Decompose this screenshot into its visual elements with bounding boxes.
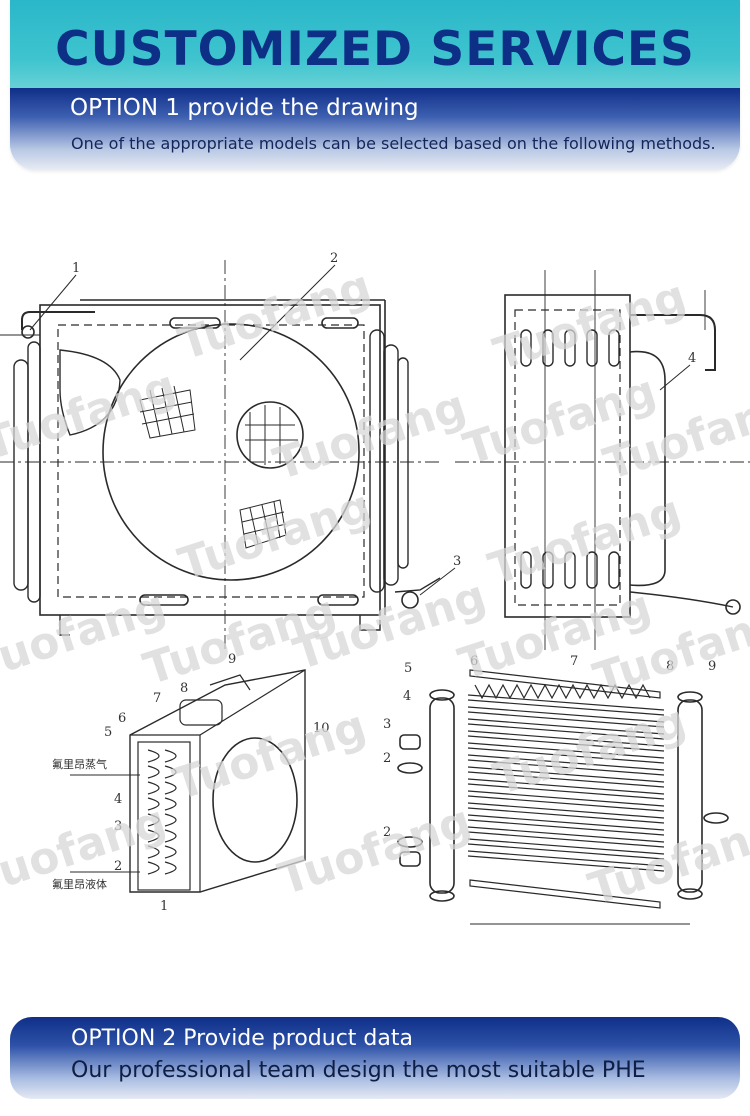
exploded-callout-9: 9 [708, 659, 716, 674]
exploded-callout-7: 7 [570, 654, 578, 669]
exploded-callout-3: 3 [383, 717, 391, 732]
option1-subtitle: One of the appropriate models can be sel… [71, 134, 716, 153]
exploded-callout-8: 8 [666, 659, 674, 674]
iso-callout-9: 9 [228, 652, 236, 667]
iso-callout-6: 6 [118, 711, 126, 726]
header-pipe-right [677, 699, 703, 893]
watermark: Tuofang [583, 806, 750, 916]
option2-subtitle: Our professional team design the most su… [71, 1058, 646, 1083]
iso-callout-1: 1 [160, 899, 168, 914]
exploded-callout-5: 5 [404, 661, 412, 676]
freon-vapor-label: 氟里昂蒸气 [52, 757, 107, 771]
watermark: Tuofang [173, 261, 377, 371]
isometric-unit [129, 669, 306, 893]
fan-circle [102, 323, 360, 581]
exploded-callout-2a: 2 [383, 751, 391, 766]
option1-band: OPTION 1 provide the drawing One of the … [10, 88, 740, 170]
iso-callout-4: 4 [114, 792, 122, 807]
callout-labels: 1 2 3 4 1 2 3 4 5 6 7 8 9 10 2 2 3 4 5 6… [52, 251, 716, 914]
option2-title: OPTION 2 Provide product data [71, 1026, 413, 1051]
fin-stack [467, 683, 665, 872]
freon-liquid-label: 氟里昂液体 [52, 877, 107, 891]
option1-title: OPTION 1 provide the drawing [70, 95, 419, 121]
callout-3: 3 [453, 554, 461, 569]
watermark: Tuofang [488, 696, 692, 806]
iso-callout-5: 5 [104, 725, 112, 740]
iso-callout-7: 7 [153, 691, 161, 706]
iso-callout-3: 3 [114, 819, 122, 834]
callout-1: 1 [72, 261, 80, 276]
callout-2: 2 [330, 251, 338, 266]
watermarks: Tuofang Tuofang Tuofang Tuofang Tuofang … [0, 261, 750, 916]
option2-banner: OPTION 2 Provide product data Our profes… [10, 1017, 740, 1099]
iso-callout-2: 2 [114, 859, 122, 874]
callout-4: 4 [688, 351, 696, 366]
iso-callout-10: 10 [313, 721, 330, 736]
exploded-callout-6: 6 [470, 654, 478, 669]
watermark: Tuofang [168, 701, 372, 811]
exploded-callout-4: 4 [403, 689, 411, 704]
watermark: Tuofang [273, 796, 477, 906]
page-title: CUSTOMIZED SERVICES [55, 22, 695, 77]
side-view-frame [504, 294, 631, 618]
iso-callout-8: 8 [180, 681, 188, 696]
top-banner: CUSTOMIZED SERVICES OPTION 1 provide the… [10, 0, 740, 170]
watermark: Tuofang [173, 481, 377, 591]
condenser-technical-drawing: 1 2 3 4 1 2 3 4 5 6 7 8 9 10 2 2 3 4 5 6… [0, 251, 750, 925]
header-pipe-left [429, 697, 455, 894]
exploded-callout-2b: 2 [383, 825, 391, 840]
watermark: Tuofang [483, 486, 687, 596]
